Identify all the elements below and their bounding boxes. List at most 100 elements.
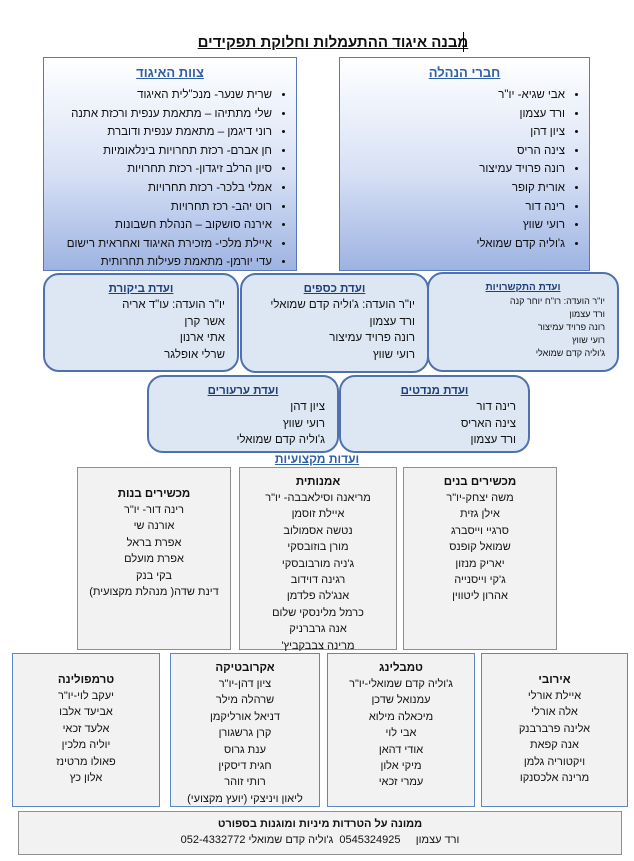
list-item: עדי יורמן- מתאמת פעילות תחרותית (52, 253, 272, 272)
list-item: צינה הריס (348, 142, 565, 161)
list-item: רונה פרויד עמיצור (348, 160, 565, 179)
committee-line: רינה דור (476, 401, 516, 413)
committee-line: יאריק מנזון (455, 557, 505, 570)
staff-heading: צוות האיגוד (136, 65, 204, 80)
staff-box: צוות האיגוד שרית שנער- מנכ"לית האיגוד של… (43, 57, 297, 271)
committee-line: אלינה פרברבנק (518, 722, 591, 735)
committee-line: ג'ניה מורבובסקי (281, 557, 355, 570)
girls-apparatus-box: מכשירים בנות רינה דור- יו"ר אורנה שי אפר… (77, 467, 231, 650)
committee-line: רועי שווץ (372, 348, 415, 361)
committee-line: ורד עצמון (369, 315, 415, 328)
committee-line: שרלי אופלגר (164, 348, 225, 361)
committee-line: אלה אורלי (531, 706, 578, 719)
committee-line: יוליה מלכין (61, 739, 111, 752)
committee-heading: ועדת ערעורים (207, 385, 279, 397)
committee-line: אתי ארנון (179, 332, 225, 344)
committee-heading: טרמפולינה (57, 674, 115, 686)
committee-line: נטשה אסמולוב (283, 524, 353, 537)
committee-line: אבי לוי (385, 727, 417, 740)
committee-line: אלון כץ (69, 772, 103, 785)
safeguarding-officer-box: ממונה על הטרדות מיניות ומוגנות בספורט ור… (18, 811, 622, 855)
committee-line: אביעד אלבו (59, 706, 113, 719)
committee-line: איילת אורלי (527, 690, 582, 702)
list-item: ציון דהן (348, 123, 565, 142)
committee-heading: ועדת התקשרויות (485, 282, 561, 293)
communication-committee-box: ועדת התקשרויות יו"ר הועדה: רו"ח יוחר קנה… (427, 272, 619, 372)
list-item: אירנה סושקוב – הנהלת חשבונות (52, 216, 272, 235)
committee-heading: מכשירים בנות (117, 488, 191, 500)
list-item: אמלי בלכר- רכזת תחרויות (52, 179, 272, 198)
committee-heading: אקרובטיקה (215, 662, 275, 674)
list-item: ג'וליה קדם שמואלי (348, 235, 565, 254)
committee-line: רגינה דוידוב (290, 574, 346, 587)
committee-line: פאולו מרטינז (56, 755, 116, 768)
committee-heading: אירובי (538, 674, 571, 686)
committee-line: ג'וליה קדם שמואלי (535, 348, 605, 358)
committee-line: יעקב לוי-יו"ר (57, 690, 115, 702)
committee-line: עמרי זכאי (378, 776, 424, 789)
committee-line: אנה קפאת (530, 739, 579, 752)
committee-line: אנה גרברניק (289, 623, 347, 636)
trampoline-box: טרמפולינה יעקב לוי-יו"ר אביעד אלבו אלעד … (12, 653, 160, 807)
committee-line: ג'וליה קדם שמואלי-יו"ר (349, 678, 453, 690)
committee-line: אשר קרן (184, 315, 225, 328)
list-item: אורית קופר (348, 179, 565, 198)
list-item: רוט יהב- רכז תחרויות (52, 198, 272, 217)
list-item: איילת מלכי- מזכירת האיגוד ואחראית רישום (52, 235, 272, 254)
board-list: אבי שגיא- יו"ר ורד עצמון ציון דהן צינה ה… (348, 86, 581, 253)
list-item: חן אברם- רכזת תחרויות בינלאומיות (52, 142, 272, 161)
committee-line: אפרת מועלם (124, 553, 184, 566)
committee-line: ויקטוריה גלמן (523, 755, 586, 768)
committee-line: אודי דהאן (378, 743, 424, 756)
acrobatics-box: אקרובטיקה ציון דהן-יו"ר שרהלה מילר דניאל… (170, 653, 320, 807)
list-item: רוני דיגמן – מתאמת ענפית ודוברת (52, 123, 272, 142)
committee-line: רונה פרויד עמיצור (537, 322, 605, 332)
committee-line: רינה דור- יו"ר (123, 504, 185, 516)
committee-line: אורנה שי (133, 520, 175, 533)
committee-line: אנג'לה פלדמן (286, 590, 350, 603)
committee-line: משה יצחק-יו"ר (446, 492, 514, 504)
committee-line: מורן בוזובסקי (287, 541, 349, 554)
committee-line: ענת גרוס (224, 743, 266, 756)
committee-line: חגית דיסקין (218, 760, 272, 773)
text-cursor (463, 32, 464, 52)
list-item: שלי מתתיהו – מתאמת ענפית ורכזת אתנה (52, 105, 272, 124)
committee-line: מרינה צבבקביץ' (281, 639, 355, 652)
committee-line: ורד עצמון (470, 434, 516, 446)
list-item: רינה דור (348, 198, 565, 217)
list-item: שרית שנער- מנכ"לית האיגוד (52, 86, 272, 105)
list-item: רועי שווץ (348, 216, 565, 235)
committee-line: אילן גזית (460, 508, 500, 521)
committee-line: מיכאלה מילוא (368, 710, 434, 723)
tumbling-box: טמבלינג ג'וליה קדם שמואלי-יו"ר עמנואל שד… (327, 653, 475, 807)
committee-line: שרהלה מילר (215, 694, 275, 707)
finance-committee-box: ועדת כספים יו"ר הועדה: ג'וליה קדם שמואלי… (240, 273, 429, 373)
artistic-box: אמנותית מריאנה וסילאבבה- יו"ר איילת זוסמ… (239, 467, 397, 652)
committee-line: יו"ר הועדה: ג'וליה קדם שמואלי (270, 299, 415, 311)
committee-line: יו"ר הועדה: רו"ח יוחר קנה (509, 296, 605, 306)
committee-line: מרינה אלכסנקו (519, 772, 590, 785)
committee-heading: טמבלינג (379, 662, 423, 674)
board-heading: חברי הנהלה (428, 65, 501, 80)
committee-line: ג'קי וייסנייה (454, 574, 506, 587)
committee-line: ליאון ויניצקי (יועץ מקצועי) (187, 792, 303, 805)
committee-line: דינת שדה( מנהלת מקצועית) (89, 586, 219, 599)
credentials-committee-box: ועדת מנדטים רינה דור צינה האריס ורד עצמו… (339, 375, 530, 453)
committee-line: כרמל מלינסקי שלום (272, 606, 364, 619)
committee-line: ציון דהן (290, 401, 325, 413)
aerobic-box: אירובי איילת אורלי אלה אורלי אלינה פרברב… (481, 653, 628, 807)
committee-line: אלעד זכאי (62, 722, 110, 735)
committee-line: סרגיי וייסברג (451, 524, 509, 537)
committee-heading: ועדת ביקורת (108, 283, 174, 295)
committee-line: מיקי אלון (380, 760, 422, 773)
committee-heading: ועדת מנדטים (400, 385, 469, 397)
committee-line: מריאנה וסילאבבה- יו"ר (265, 492, 371, 504)
professional-committees-heading: ועדות מקצועיות (274, 452, 360, 466)
page-title: מבנה איגוד ההתעמלות וחלוקת תפקידים (197, 34, 469, 51)
footer-heading: ממונה על הטרדות מיניות ומוגנות בספורט (217, 818, 423, 830)
committee-heading: ועדת כספים (303, 283, 366, 295)
board-members-box: חברי הנהלה אבי שגיא- יו"ר ורד עצמון ציון… (339, 57, 590, 271)
committee-heading: מכשירים בנים (443, 476, 517, 488)
committee-line: ציון דהן-יו"ר (218, 678, 272, 690)
footer-contacts: ורד עצמון 0545324925 ג'וליה קדם שמואלי 0… (180, 834, 460, 846)
